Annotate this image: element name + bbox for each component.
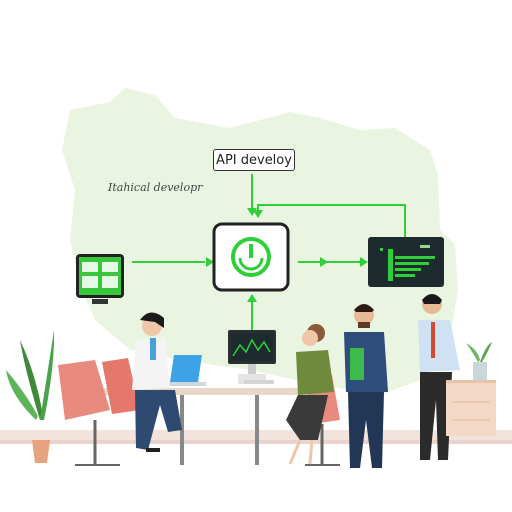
desktop-monitor-icon <box>228 330 276 384</box>
person-man-tie <box>418 294 460 460</box>
person-woman-desktop <box>286 324 334 465</box>
chair-left <box>58 358 140 466</box>
desk-top <box>100 388 320 395</box>
api-label-box: API develoy <box>213 149 295 171</box>
arrow-heads <box>206 208 368 302</box>
flow-arrows <box>132 174 406 335</box>
potted-plant-icon <box>6 330 55 463</box>
person-man-folder <box>344 304 388 468</box>
laptop-icon <box>150 355 206 386</box>
cabinet <box>446 380 496 436</box>
potted-plant-icon-small <box>466 342 492 380</box>
api-hub[interactable] <box>212 222 290 292</box>
dashboard-monitor-icon <box>368 237 444 287</box>
api-gear-icon <box>231 237 271 277</box>
tech-note-label: Itahical developr <box>108 181 203 194</box>
desk-leg-right <box>255 395 259 465</box>
person-woman-laptop <box>132 312 182 452</box>
phone-icon <box>76 254 124 304</box>
